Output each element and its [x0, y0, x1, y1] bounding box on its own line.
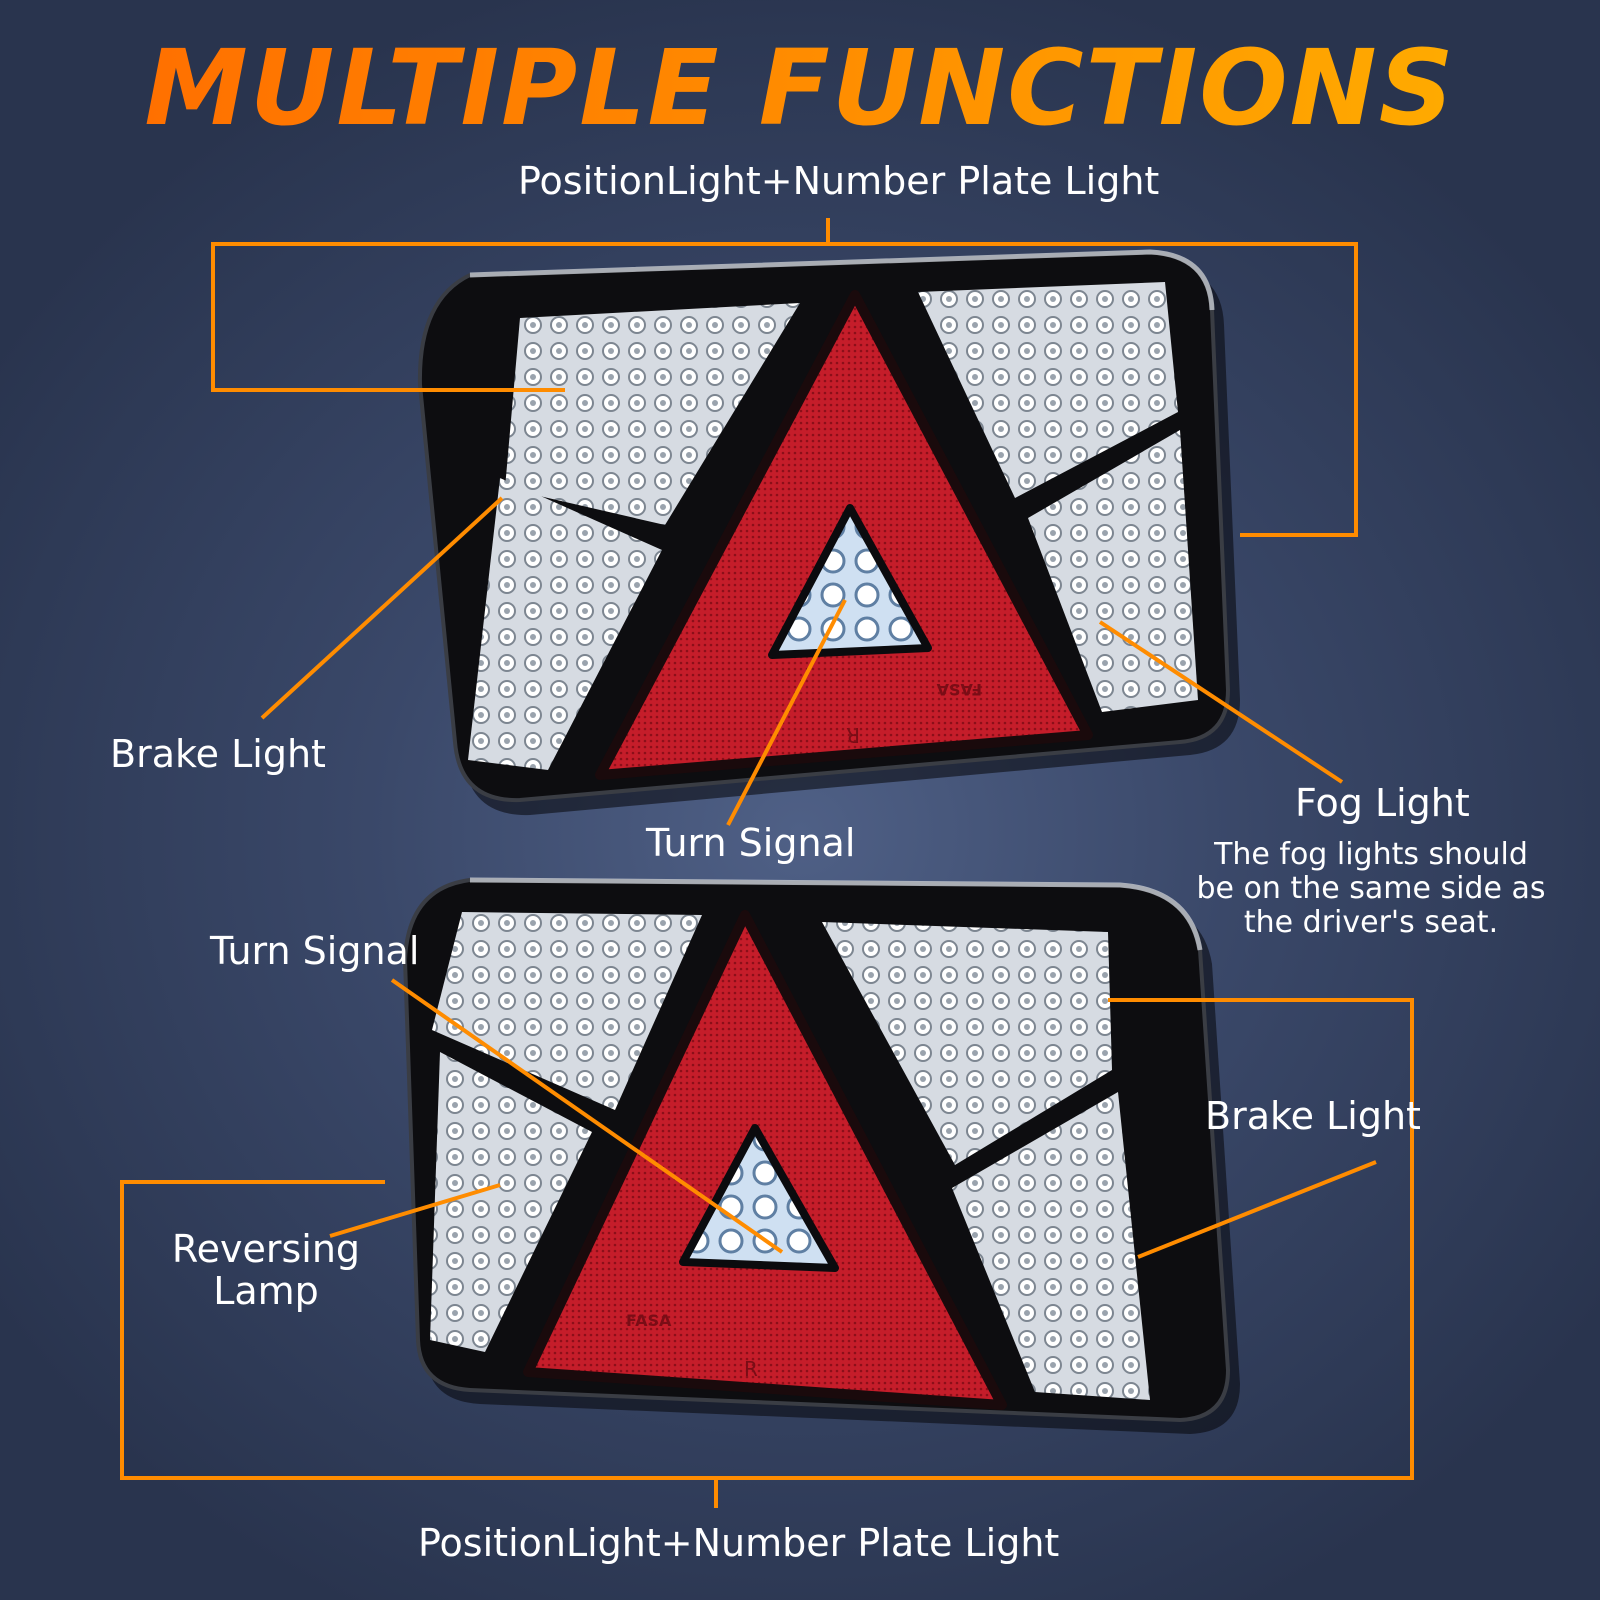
- label-reversing-lamp: Reversing Lamp: [171, 1227, 361, 1313]
- bottom-led-lower-left: [430, 1052, 592, 1352]
- bottom-led-lower-right: [952, 1092, 1150, 1400]
- callout-bottom-position-light: [120, 998, 1414, 1508]
- callout-bottom-turn-signal: [390, 978, 784, 1254]
- top-lamp-reflector-mark: R: [846, 723, 860, 747]
- fog-light-note: The fog lights should be on the same sid…: [1196, 837, 1546, 940]
- top-tail-light: FASA R: [417, 249, 1240, 816]
- callout-bottom-brake-light: [1137, 1160, 1377, 1259]
- callout-top-brake-light: [260, 496, 504, 720]
- bottom-lamp-reflector-mark: R: [744, 1357, 758, 1381]
- label-fog-light: Fog Light: [1295, 781, 1470, 825]
- callout-lines: [120, 218, 1414, 1508]
- callout-fog-light: [1098, 620, 1344, 784]
- top-lamp-rim: [469, 249, 1215, 311]
- label-top-turn-signal: Turn Signal: [646, 821, 856, 865]
- callout-top-position-light: [211, 218, 1358, 537]
- label-bottom-position-light: PositionLight+Number Plate Light: [418, 1521, 1060, 1565]
- top-led-upper-right: [918, 282, 1178, 498]
- label-top-position-light: PositionLight+Number Plate Light: [518, 159, 1160, 203]
- callout-top-turn-signal: [726, 599, 847, 826]
- label-bottom-turn-signal: Turn Signal: [210, 929, 420, 973]
- top-led-upper-left: [505, 303, 800, 525]
- label-bottom-brake-light: Brake Light: [1205, 1094, 1421, 1138]
- bottom-led-upper-left: [432, 912, 702, 1110]
- top-led-lower-right: [1028, 430, 1198, 712]
- top-lamp-brand: FASA: [936, 680, 982, 699]
- callout-reversing-lamp: [329, 1183, 501, 1238]
- bottom-lamp-brand: FASA: [626, 1311, 672, 1330]
- bottom-tail-light: FASA R: [402, 877, 1240, 1434]
- label-top-brake-light: Brake Light: [110, 732, 326, 776]
- bottom-lamp-rim: [469, 877, 1203, 951]
- page-title: MULTIPLE FUNCTIONS: [0, 28, 1600, 148]
- top-turn-signal-window: [768, 504, 932, 659]
- top-led-lower-left: [468, 478, 662, 770]
- bottom-led-upper-right: [822, 922, 1112, 1165]
- bottom-turn-signal-window: [679, 1124, 839, 1272]
